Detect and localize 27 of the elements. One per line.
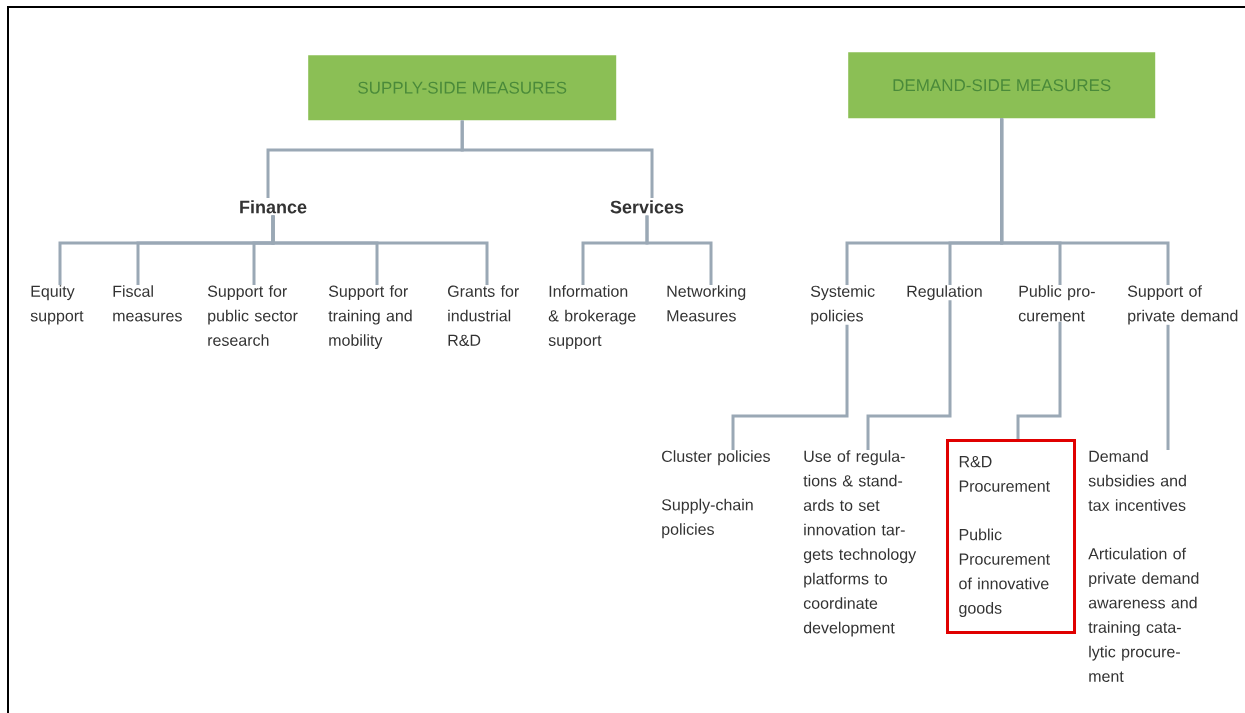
measure-text: Public pro- curement: [1018, 285, 1095, 322]
connector-line: [1016, 321, 1062, 439]
measure-text: Equity support: [30, 285, 84, 325]
highlight-box: R&D Procurement Public Procurement of innovative goods: [946, 439, 1076, 634]
measure-text: Cluster policies Supply-chain policies: [661, 450, 770, 539]
measure-text: Fiscal measures: [113, 285, 182, 322]
heading-band: DEMAND-SIDE MEASURES: [848, 52, 1156, 119]
connector-line: [731, 324, 849, 450]
heading-band: SUPPLY-SIDE MEASURES: [308, 55, 617, 121]
measure-text: Use of regula- tions & stand- ards to set innovation tar- gets technology platforms to coordinate development: [803, 450, 917, 637]
measure-text: Demand subsidies and tax incentives Articulation of private demand awareness and training cata- lytic procure- ment: [1088, 450, 1199, 682]
connector-line: [866, 300, 952, 450]
connector-line: [460, 120, 654, 198]
connector-line: [1166, 324, 1170, 450]
measure-text: Support of private demand: [1127, 285, 1238, 325]
measure-text: Networking Measures: [667, 285, 746, 322]
measure-text: Regulation: [907, 285, 982, 301]
connector-line: [1000, 118, 1170, 285]
connector-line: [271, 215, 489, 285]
measure-text: Support for public sector research: [207, 285, 298, 346]
measure-text: Support for training and mobility: [328, 285, 412, 350]
measure-text: Systemic policies: [810, 285, 875, 325]
connector-line: [645, 215, 713, 285]
category-heading: Services: [610, 200, 684, 214]
measure-text: Information & brokerage support: [548, 285, 636, 350]
category-heading: Finance: [240, 200, 307, 214]
measure-text: Grants for industrial R&D: [448, 285, 519, 346]
